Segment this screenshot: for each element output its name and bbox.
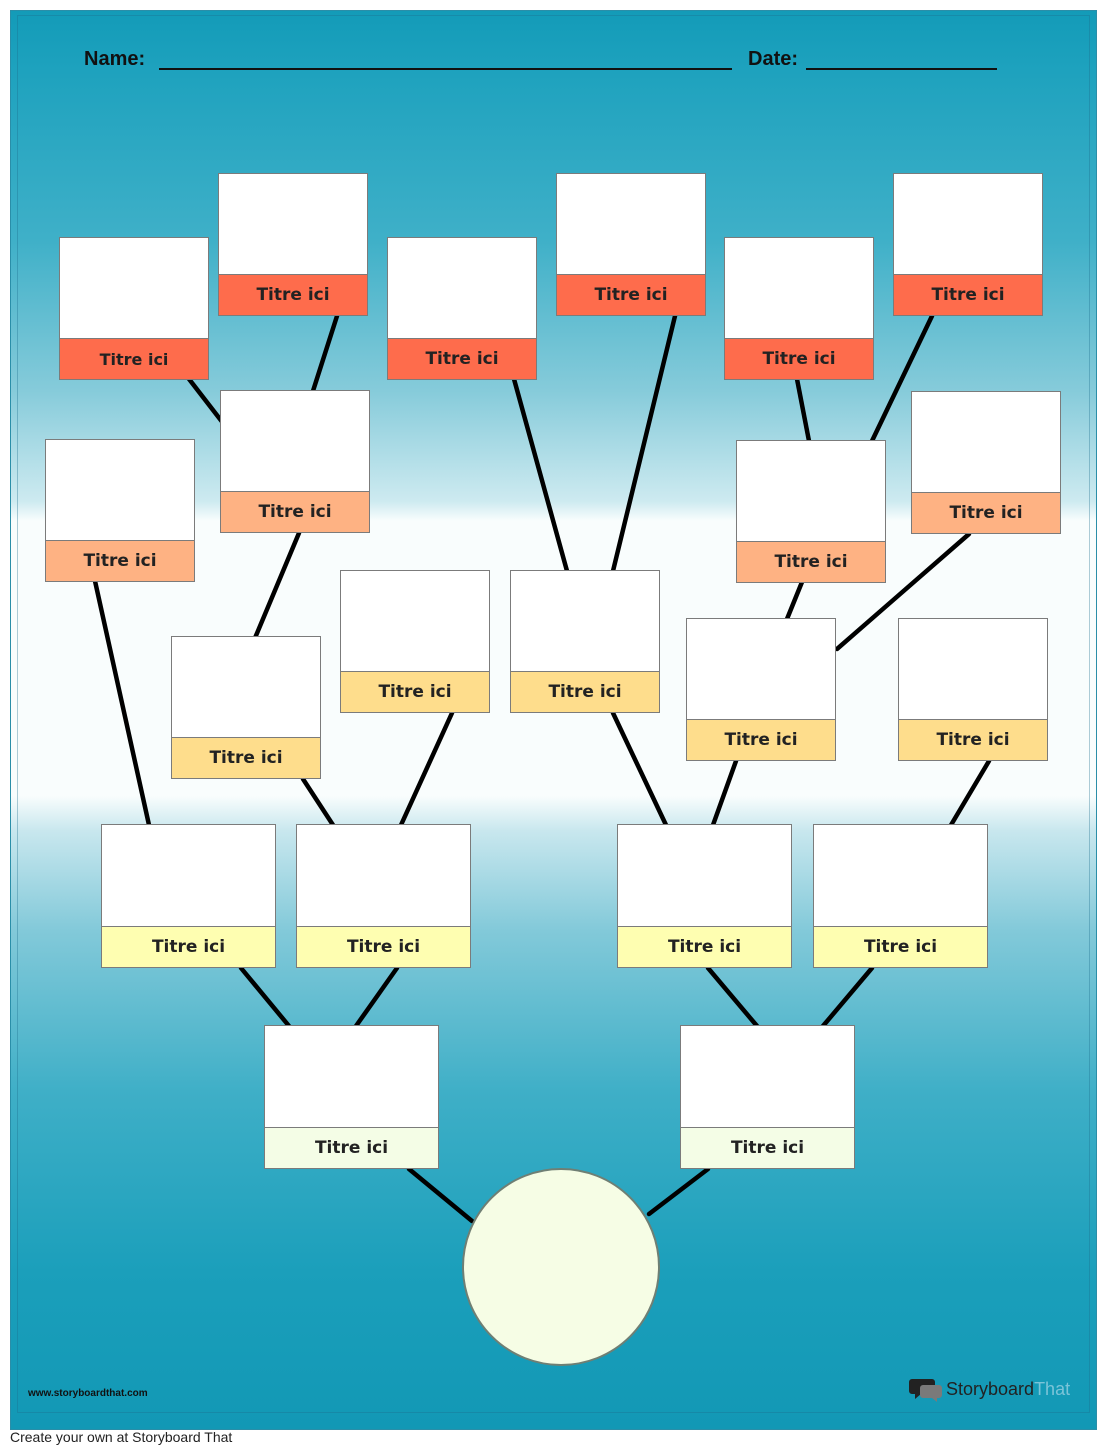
tree-box-gen3[interactable]: Titre ici [898, 618, 1048, 761]
connector-line [610, 710, 669, 828]
tree-box-gen5[interactable]: Titre ici [556, 173, 706, 316]
connector-line [398, 710, 455, 828]
tree-box-gen3[interactable]: Titre ici [510, 570, 660, 713]
tree-box-gen3[interactable]: Titre ici [340, 570, 490, 713]
box-title[interactable]: Titre ici [725, 338, 873, 379]
connector-line [511, 376, 570, 574]
tree-box-gen2[interactable]: Titre ici [101, 824, 276, 968]
connector-line [784, 579, 805, 622]
connector-line [834, 531, 972, 652]
speech-bubble-icon [909, 1376, 943, 1402]
box-title[interactable]: Titre ici [681, 1127, 854, 1168]
tree-box-gen4[interactable]: Titre ici [736, 440, 886, 583]
tree-box-gen5[interactable]: Titre ici [724, 237, 874, 380]
create-footer-text: Create your own at Storyboard That [10, 1430, 233, 1445]
connector-line [238, 965, 292, 1029]
name-field[interactable] [159, 68, 732, 70]
tree-box-gen5[interactable]: Titre ici [387, 237, 537, 380]
connector-line [948, 758, 992, 828]
box-title[interactable]: Titre ici [221, 491, 369, 532]
name-label: Name: [84, 48, 146, 70]
tree-box-gen4[interactable]: Titre ici [45, 439, 195, 582]
connector-line [353, 965, 400, 1029]
box-title[interactable]: Titre ici [899, 719, 1047, 760]
tree-box-gen4[interactable]: Titre ici [911, 391, 1061, 534]
brand-that: That [1034, 1378, 1071, 1399]
connector-line [820, 965, 875, 1029]
box-title[interactable]: Titre ici [687, 719, 835, 760]
tree-box-gen4[interactable]: Titre ici [220, 390, 370, 533]
box-title[interactable]: Titre ici [46, 540, 194, 581]
tree-box-gen2[interactable]: Titre ici [813, 824, 988, 968]
connector-line [92, 578, 152, 828]
box-title[interactable]: Titre ici [618, 926, 791, 967]
box-title[interactable]: Titre ici [60, 338, 208, 379]
box-title[interactable]: Titre ici [102, 926, 275, 967]
brand-story: Storyboard [946, 1378, 1035, 1399]
connector-line [646, 1166, 711, 1217]
tree-box-gen5[interactable]: Titre ici [893, 173, 1043, 316]
connector-line [705, 965, 760, 1029]
connector-line [869, 313, 935, 444]
box-title[interactable]: Titre ici [388, 338, 536, 379]
connector-line [710, 758, 739, 828]
box-title[interactable]: Titre ici [912, 492, 1060, 533]
connector-line [406, 1166, 475, 1224]
connector-line [610, 313, 678, 574]
tree-box-gen3[interactable]: Titre ici [171, 636, 321, 779]
tree-box-gen2[interactable]: Titre ici [617, 824, 792, 968]
date-label: Date: [748, 48, 799, 70]
connector-line [794, 376, 812, 444]
box-title[interactable]: Titre ici [265, 1127, 438, 1168]
box-title[interactable]: Titre ici [737, 541, 885, 582]
connector-lines [92, 313, 992, 1224]
tree-box-gen1[interactable]: Titre ici [264, 1025, 439, 1169]
root-circle[interactable] [462, 1168, 660, 1366]
tree-box-gen5[interactable]: Titre ici [218, 173, 368, 316]
box-title[interactable]: Titre ici [511, 671, 659, 712]
box-title[interactable]: Titre ici [219, 274, 367, 315]
box-title[interactable]: Titre ici [172, 737, 320, 778]
box-title[interactable]: Titre ici [557, 274, 705, 315]
tree-box-gen5[interactable]: Titre ici [59, 237, 209, 380]
tree-box-gen1[interactable]: Titre ici [680, 1025, 855, 1169]
box-title[interactable]: Titre ici [894, 274, 1042, 315]
connector-line [252, 530, 302, 641]
box-title[interactable]: Titre ici [341, 671, 489, 712]
tree-box-gen2[interactable]: Titre ici [296, 824, 471, 968]
create-footer: Create your own at Storyboard That [10, 1430, 410, 1450]
tree-box-gen3[interactable]: Titre ici [686, 618, 836, 761]
connector-line [186, 376, 226, 426]
date-field[interactable] [806, 68, 997, 70]
box-title[interactable]: Titre ici [297, 926, 470, 967]
worksheet: Name: Date: Titre ici Titre ici Titre ic… [10, 10, 1097, 1430]
box-title[interactable]: Titre ici [814, 926, 987, 967]
connector-line [310, 313, 340, 394]
connector-line [300, 776, 336, 828]
website-url: www.storyboardthat.com [28, 1388, 148, 1399]
